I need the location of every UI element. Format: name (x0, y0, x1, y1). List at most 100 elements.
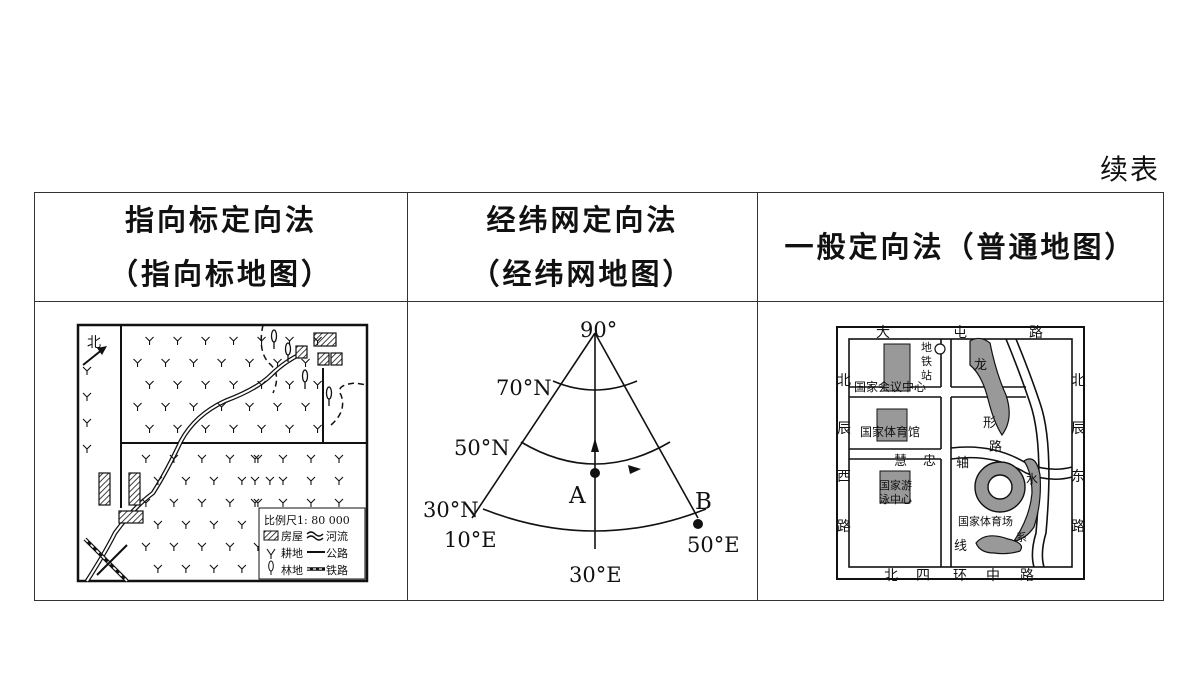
gym-label: 国家体育馆 (860, 424, 920, 439)
road-bottom-2: 四 (916, 568, 930, 584)
farmland-symbol (173, 424, 182, 433)
metro-1: 地 (921, 341, 932, 354)
metro-station-icon (934, 342, 946, 355)
farmland-symbol (253, 454, 263, 463)
farmland-symbol (153, 520, 163, 529)
header-line: （经纬网地图） (470, 257, 695, 291)
parallel-50n (520, 440, 671, 465)
legend-house: 房屋 (281, 530, 303, 543)
farmland-symbol (334, 454, 344, 463)
farmland-symbol (225, 454, 235, 463)
farmland-symbol (201, 424, 210, 433)
metro-2: 铁 (921, 355, 932, 368)
label-30e: 30°E (569, 563, 622, 587)
farmland-symbol (145, 380, 154, 389)
label-50e: 50°E (687, 533, 740, 557)
header-row: 指向标定向法 （指向标地图） 经纬网定向法 （经纬网地图） 一般定向法（普通地图… (34, 192, 1164, 302)
label-30n: 30°N (423, 498, 479, 522)
dragon-water (969, 337, 1010, 436)
stadium-label: 国家体育场 (958, 514, 1013, 528)
metro-3: 站 (921, 368, 932, 382)
shape-road-1: 形 (983, 416, 996, 431)
farmland-symbol (245, 402, 254, 411)
north-arrowhead-icon (591, 437, 599, 452)
road-top-3: 路 (1029, 325, 1043, 341)
farmland-symbol (197, 454, 207, 463)
farmland-symbol (225, 542, 235, 551)
farmland-symbol (285, 380, 294, 389)
road-left-3: 西 (837, 469, 851, 485)
farmland-symbol (153, 564, 163, 573)
road-right-1: 北 (1071, 373, 1085, 389)
road-top-2: 屯 (953, 325, 967, 341)
farmland-symbol (301, 358, 310, 367)
farmland-symbol (169, 542, 179, 551)
farmland-symbol (237, 520, 247, 529)
farmland-symbol (229, 424, 238, 433)
farmland-symbol (82, 366, 92, 375)
farmland-symbol (257, 380, 266, 389)
north-label: 北 (87, 335, 101, 351)
farmland-symbol (217, 358, 226, 367)
water-1: 水 (1026, 472, 1038, 486)
farmland-symbol (257, 424, 266, 433)
farmland-symbol (181, 564, 191, 573)
road-top-1: 大 (876, 325, 890, 341)
label-b: B (695, 489, 712, 515)
farmland-symbol (173, 380, 182, 389)
farmland-symbol (285, 336, 294, 345)
farmland-symbol (253, 498, 263, 507)
farmland-symbol (245, 358, 254, 367)
farmland-symbol (229, 336, 238, 345)
label-a: A (568, 483, 586, 509)
farmland-symbol (237, 476, 247, 485)
farmland-symbol (306, 476, 316, 485)
farmland-symbol (217, 402, 226, 411)
road-left-2: 辰 (837, 421, 851, 437)
farmland-symbol (153, 476, 163, 485)
label-50n: 50°N (454, 436, 510, 460)
road-left-1: 北 (837, 373, 851, 389)
parallel-70n (552, 379, 638, 391)
legend-forest: 林地 (281, 563, 303, 577)
legend-river: 河流 (326, 529, 348, 543)
farmland-symbol (209, 564, 219, 573)
header-general-method: 一般定向法（普通地图） (757, 192, 1164, 302)
houses (98, 331, 343, 524)
farmland-symbol (181, 476, 191, 485)
graticule-map-cell: 90° 70°N 50°N 30°N 10°E 30°E 50°E A B (407, 301, 758, 601)
legend-rail: 铁路 (326, 564, 348, 577)
farmland-symbol (201, 380, 210, 389)
farmland-symbol (250, 498, 260, 507)
axis-3: 轴 (956, 456, 969, 471)
farmland-symbol (145, 336, 154, 345)
farmland-symbol (237, 564, 247, 573)
legend-road: 公路 (326, 547, 348, 560)
road-right-4: 路 (1071, 519, 1085, 535)
farmland-symbol (229, 380, 238, 389)
farmland-symbol (278, 476, 288, 485)
farmland-symbol (82, 392, 92, 401)
road-bottom-4: 中 (986, 568, 1000, 584)
farmland-symbol (313, 424, 322, 433)
farmland-symbol (197, 498, 207, 507)
gym-building (876, 408, 908, 441)
graticule-map: 90° 70°N 50°N 30°N 10°E 30°E 50°E A B (423, 318, 740, 587)
header-line: 经纬网定向法 (486, 203, 679, 237)
farmland-symbol (161, 358, 170, 367)
orientation-methods-table: 指向标定向法 （指向标地图） 经纬网定向法 （经纬网地图） 一般定向法（普通地图… (34, 192, 1164, 601)
farmland-symbol (145, 424, 154, 433)
label-70n: 70°N (496, 376, 552, 400)
legend-scale: 比例尺1: 80 000 (264, 513, 350, 527)
aquatics-label-1: 国家游 (879, 478, 912, 492)
farmland-symbol (313, 380, 322, 389)
farmland-symbol (306, 454, 316, 463)
forest (270, 328, 333, 406)
continued-label: 续表 (1099, 153, 1160, 186)
farmland-symbol (173, 336, 182, 345)
farmland-symbol (201, 336, 210, 345)
pointer-map: 北 (76, 323, 369, 582)
farmland (82, 336, 344, 573)
farmland-symbol (250, 476, 260, 485)
conference-building (883, 343, 911, 391)
